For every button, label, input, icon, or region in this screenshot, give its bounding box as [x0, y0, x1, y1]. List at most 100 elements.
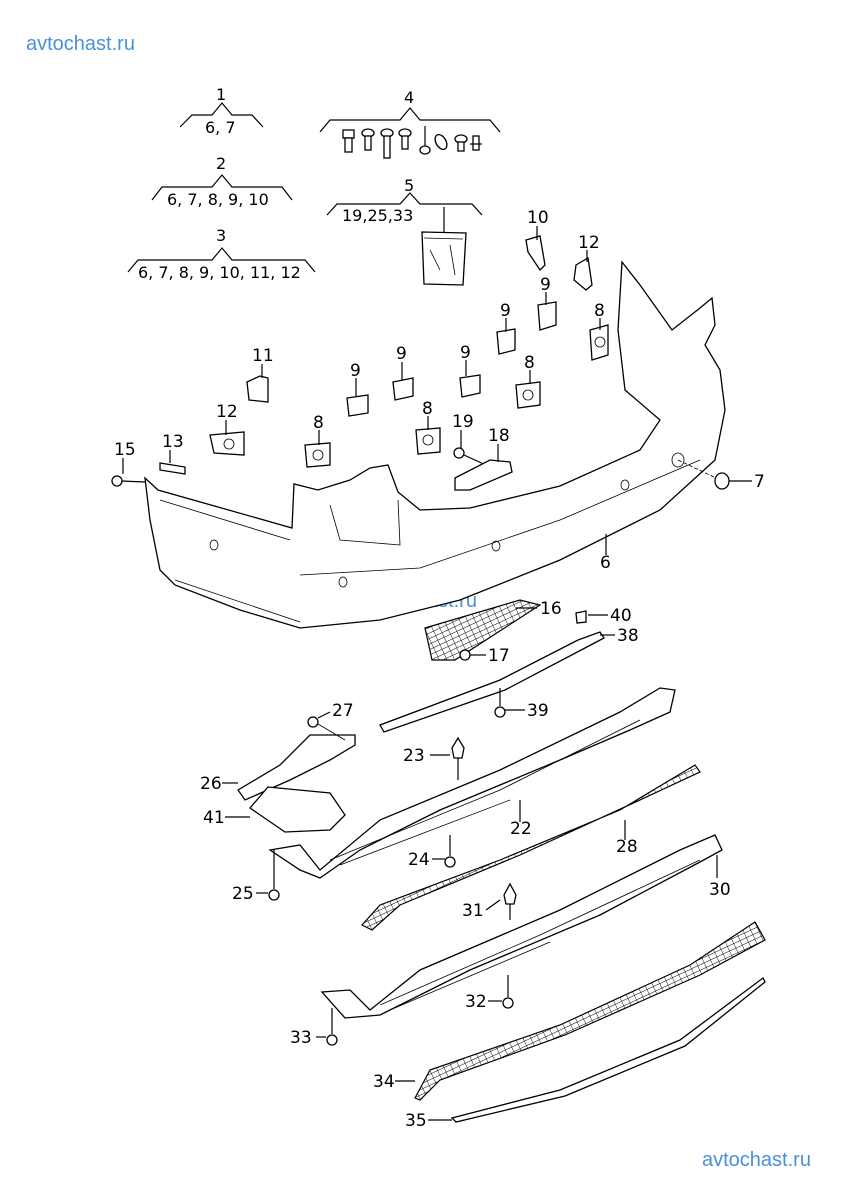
- callout-8[interactable]: 8: [594, 301, 605, 321]
- parts-bag-icon: [421, 231, 467, 286]
- rivet-31: [503, 882, 517, 920]
- diffuser-30: [320, 834, 723, 1019]
- bracket-12-right: [573, 256, 593, 291]
- group-number: 4: [404, 88, 414, 107]
- grille-strip-34: [414, 921, 766, 1101]
- callout-41[interactable]: 41: [203, 808, 225, 828]
- pan-screw-icon: [398, 128, 412, 150]
- group-2: 2 6, 7, 8, 9, 10: [151, 154, 293, 209]
- guide-18: [454, 459, 513, 491]
- screw-39: [494, 688, 506, 718]
- insert-41: [249, 786, 346, 833]
- group-3: 3 6, 7, 8, 9, 10, 11, 12: [127, 226, 316, 282]
- push-clip-icon: [470, 135, 482, 151]
- bracket-12-left: [209, 431, 245, 456]
- trim-strip-35: [450, 977, 766, 1123]
- hex-bolt-icon: [342, 129, 355, 153]
- group-contents: 6, 7: [205, 118, 236, 137]
- callout-26[interactable]: 26: [200, 774, 222, 794]
- clip-11: [246, 375, 269, 403]
- callout-32[interactable]: 32: [465, 992, 487, 1012]
- group-1: 1 6, 7: [179, 85, 264, 137]
- callout-16[interactable]: 16: [540, 599, 562, 619]
- callout-23[interactable]: 23: [403, 746, 425, 766]
- diffuser-22: [268, 687, 676, 879]
- nut-clip-8: [515, 381, 541, 409]
- callout-9[interactable]: 9: [350, 361, 361, 381]
- callout-39[interactable]: 39: [527, 701, 549, 721]
- callout-9[interactable]: 9: [396, 344, 407, 364]
- group-number: 2: [216, 154, 226, 173]
- callout-31[interactable]: 31: [462, 901, 484, 921]
- callout-12[interactable]: 12: [216, 402, 238, 422]
- callout-8[interactable]: 8: [524, 353, 535, 373]
- callout-13[interactable]: 13: [162, 432, 184, 452]
- callout-35[interactable]: 35: [405, 1111, 427, 1131]
- bracket-10: [525, 235, 546, 272]
- callout-25[interactable]: 25: [232, 884, 254, 904]
- clip-9: [537, 301, 557, 331]
- callout-9[interactable]: 9: [500, 301, 511, 321]
- callout-9[interactable]: 9: [460, 343, 471, 363]
- leader-lines: [122, 226, 752, 1121]
- screw-25: [268, 850, 280, 901]
- callout-6[interactable]: 6: [600, 553, 611, 573]
- nut-clip-8: [304, 442, 331, 468]
- bracket-26: [237, 734, 356, 801]
- group-contents: 19,25,33: [342, 206, 413, 225]
- callout-12[interactable]: 12: [578, 233, 600, 253]
- reflector-13: [159, 462, 186, 475]
- group-4: 4: [319, 88, 501, 159]
- grille-strip-28: [361, 764, 701, 931]
- screw-15: [111, 475, 146, 487]
- callout-33[interactable]: 33: [290, 1028, 312, 1048]
- callout-24[interactable]: 24: [408, 850, 430, 870]
- rivet-23: [451, 736, 465, 780]
- rivet-icon: [419, 126, 431, 155]
- short-screw-icon: [454, 134, 468, 152]
- callout-15[interactable]: 15: [114, 440, 136, 460]
- callout-8[interactable]: 8: [313, 413, 324, 433]
- callout-9[interactable]: 9: [540, 275, 551, 295]
- callout-8[interactable]: 8: [422, 399, 433, 419]
- clip-9: [459, 374, 481, 398]
- screw-32: [502, 975, 514, 1009]
- callout-22[interactable]: 22: [510, 819, 532, 839]
- long-screw-icon: [380, 128, 394, 159]
- callout-28[interactable]: 28: [616, 837, 638, 857]
- callout-27[interactable]: 27: [332, 701, 354, 721]
- group-contents: 6, 7, 8, 9, 10: [167, 190, 269, 209]
- callout-30[interactable]: 30: [709, 880, 731, 900]
- group-5: 5 19,25,33: [326, 176, 483, 286]
- clip-icon: [434, 133, 448, 151]
- watermark-bottom: avtochast.ru: [702, 1149, 811, 1171]
- strip-38: [379, 631, 605, 733]
- callout-10[interactable]: 10: [527, 208, 549, 228]
- callout-34[interactable]: 34: [373, 1072, 395, 1092]
- cap-40: [575, 610, 587, 624]
- bumper-cover: [144, 260, 726, 629]
- callout-40[interactable]: 40: [610, 606, 632, 626]
- screw-17: [459, 649, 471, 661]
- clip-9: [392, 377, 414, 401]
- group-number: 5: [404, 176, 414, 195]
- callout-11[interactable]: 11: [252, 346, 274, 366]
- callout-19[interactable]: 19: [452, 412, 474, 432]
- callout-38[interactable]: 38: [617, 626, 639, 646]
- pan-screw-icon: [361, 128, 375, 151]
- nut-clip-8: [589, 324, 609, 361]
- callout-labels: 10 12 9 9 8 8 11 9 9 9 12 13 15 8 8 19 1…: [114, 208, 765, 1131]
- callout-18[interactable]: 18: [488, 426, 510, 446]
- clip-9: [496, 328, 516, 355]
- group-number: 3: [216, 226, 226, 245]
- clip-9: [346, 394, 369, 417]
- group-contents: 6, 7, 8, 9, 10, 11, 12: [138, 263, 301, 282]
- callout-7[interactable]: 7: [754, 472, 765, 492]
- screw-24: [444, 835, 456, 868]
- screw-27: [307, 716, 346, 741]
- callout-17[interactable]: 17: [488, 646, 510, 666]
- nut-clip-8: [415, 427, 441, 455]
- screw-33: [326, 1008, 338, 1046]
- grille-16: [424, 599, 542, 661]
